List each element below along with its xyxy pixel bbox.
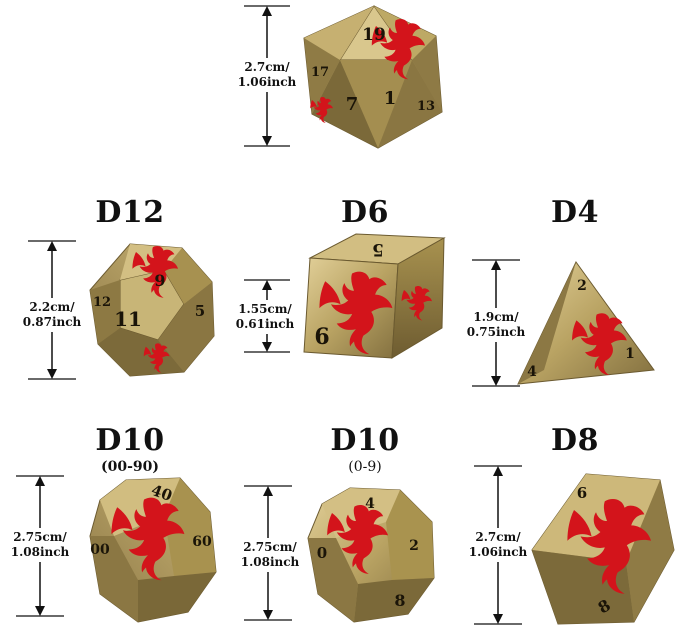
d12-illustration: 9 11 12 5 bbox=[89, 243, 215, 377]
d10-units-face-number: 4 bbox=[365, 496, 375, 512]
die-d12: D12 2.2cm/ 0.87inch 9 11 12 5 bbox=[0, 190, 230, 390]
d12-face-number: 11 bbox=[114, 307, 142, 331]
size-cm: 1.55cm/ bbox=[238, 302, 292, 316]
die-d20: 2.7cm/ 1.06inch 19 17 7 1 13 bbox=[230, 0, 460, 160]
dimension-label-d10-tens: 2.75cm/ 1.08inch bbox=[2, 528, 78, 562]
die-d10-tens: D10 (00-90) 2.75cm/ 1.08inch 40 00 60 bbox=[0, 420, 230, 630]
d6-face-number: 6 bbox=[314, 324, 329, 350]
d8-face-number: 6 bbox=[577, 484, 587, 502]
d6-illustration: 5 6 bbox=[303, 233, 446, 359]
d10-units-illustration: 4 0 2 8 bbox=[307, 487, 435, 623]
d10-tens-illustration: 40 00 60 bbox=[89, 477, 217, 623]
dimension-label-d8: 2.7cm/ 1.06inch bbox=[460, 528, 536, 562]
die-title: D4 bbox=[551, 195, 599, 230]
dimension-label-d4: 1.9cm/ 0.75inch bbox=[460, 308, 532, 342]
d20-face-number: 7 bbox=[346, 94, 359, 115]
d10-units-face-number: 0 bbox=[317, 544, 327, 562]
die-d4: D4 1.9cm/ 0.75inch 2 1 4 bbox=[460, 190, 690, 390]
d12-face-number: 12 bbox=[93, 295, 111, 310]
size-cm: 2.75cm/ bbox=[13, 530, 67, 544]
size-inch: 1.06inch bbox=[237, 75, 297, 89]
d20-face-number: 13 bbox=[417, 99, 435, 114]
d4-face-number: 4 bbox=[527, 364, 537, 380]
die-title: D6 bbox=[341, 195, 389, 230]
size-cm: 2.7cm/ bbox=[475, 530, 521, 544]
d4-face-number: 1 bbox=[625, 346, 635, 362]
size-inch: 0.75inch bbox=[466, 325, 526, 339]
d4-face-number: 2 bbox=[577, 278, 587, 294]
size-inch: 1.08inch bbox=[10, 545, 70, 559]
size-cm: 2.75cm/ bbox=[243, 540, 297, 554]
d20-illustration: 19 17 7 1 13 bbox=[303, 5, 443, 149]
dimension-arrow-d6 bbox=[244, 279, 290, 353]
d10-units-face-number: 2 bbox=[409, 538, 419, 554]
size-cm: 2.7cm/ bbox=[244, 60, 290, 74]
die-title: D8 bbox=[551, 423, 599, 458]
dimension-label-d6: 1.55cm/ 0.61inch bbox=[230, 300, 300, 334]
d4-illustration: 2 1 4 bbox=[517, 261, 655, 385]
dimension-label-d20: 2.7cm/ 1.06inch bbox=[232, 58, 302, 92]
size-inch: 0.61inch bbox=[235, 317, 295, 331]
d6-face-number: 5 bbox=[372, 239, 384, 259]
d20-face-number: 19 bbox=[362, 25, 386, 45]
die-d10-units: D10 (0-9) 2.75cm/ 1.08inch 4 0 2 8 bbox=[230, 420, 460, 630]
d12-face-number: 9 bbox=[154, 271, 165, 290]
size-cm: 1.9cm/ bbox=[473, 310, 519, 324]
d20-face-number: 17 bbox=[311, 65, 329, 80]
dimension-label-d12: 2.2cm/ 0.87inch bbox=[14, 298, 90, 332]
size-inch: 1.08inch bbox=[240, 555, 300, 569]
size-inch: 0.87inch bbox=[22, 315, 82, 329]
d8-illustration: 6 8 bbox=[531, 473, 675, 625]
size-inch: 1.06inch bbox=[468, 545, 528, 559]
die-title: D10 bbox=[95, 423, 165, 458]
d10-tens-face-number: 60 bbox=[192, 534, 212, 550]
die-title: D10 bbox=[330, 423, 400, 458]
die-subtitle: (00-90) bbox=[100, 459, 160, 475]
dimension-arrow-d12 bbox=[28, 240, 76, 380]
dimension-label-d10-units: 2.75cm/ 1.08inch bbox=[232, 538, 308, 572]
size-cm: 2.2cm/ bbox=[29, 300, 75, 314]
die-d6: D6 1.55cm/ 0.61inch 5 6 bbox=[230, 190, 460, 390]
d10-units-face-number: 8 bbox=[394, 591, 405, 610]
d10-tens-face-number: 00 bbox=[90, 542, 110, 558]
d12-face-number: 5 bbox=[195, 302, 205, 320]
die-title: D12 bbox=[95, 195, 165, 230]
die-d8: D8 2.7cm/ 1.06inch 6 8 bbox=[460, 420, 690, 630]
d20-face-number: 1 bbox=[384, 88, 397, 109]
die-subtitle: (0-9) bbox=[348, 459, 382, 475]
